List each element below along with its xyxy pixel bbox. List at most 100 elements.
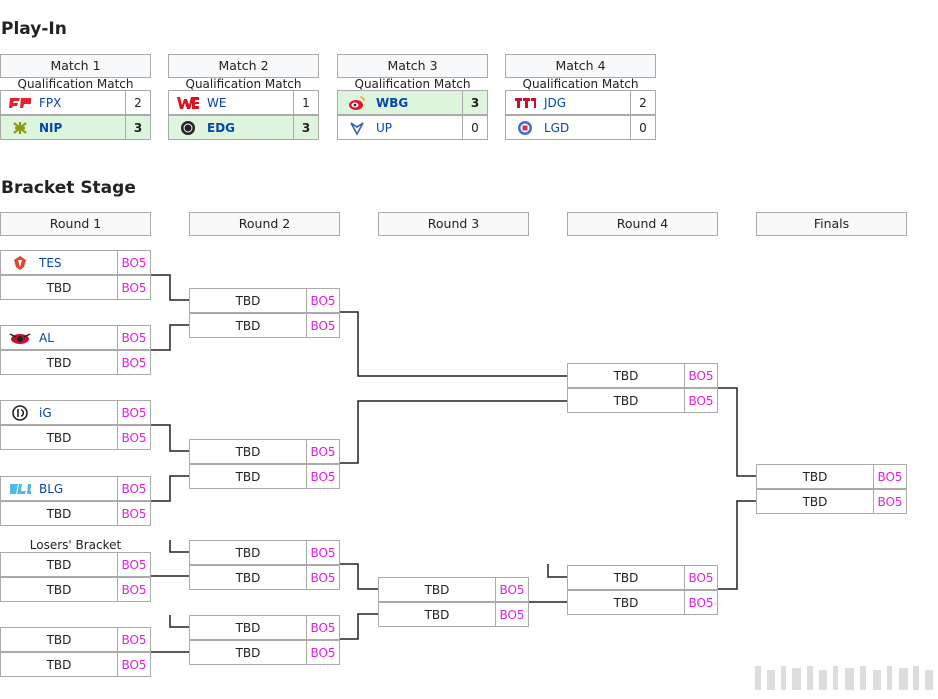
team-score: 0 (630, 116, 655, 139)
tbd-label: TBD (235, 570, 261, 585)
team-slot[interactable]: EDG 3 (168, 115, 319, 140)
bo-label: BO5 (306, 641, 339, 664)
team-name[interactable]: JDG (544, 95, 567, 110)
team-slot[interactable]: TBD BO5 (0, 577, 151, 602)
team-name[interactable]: WE (207, 95, 227, 110)
team-slot[interactable]: WE 1 (168, 90, 319, 115)
team-slot[interactable]: LGD 0 (505, 115, 656, 140)
tbd-label: TBD (613, 595, 639, 610)
match-title: Match 3 (337, 54, 488, 78)
team-slot[interactable]: TBD BO5 (0, 652, 151, 677)
bo-label: BO5 (495, 578, 528, 601)
team-slot[interactable]: FPX 2 (0, 90, 151, 115)
team-slot[interactable]: UP 0 (337, 115, 488, 140)
team-slot[interactable]: TBD BO5 (0, 350, 151, 375)
team-slot[interactable]: NIP 3 (0, 115, 151, 140)
team-name[interactable]: AL (39, 330, 54, 345)
bo-label: BO5 (684, 364, 717, 387)
tbd-label: TBD (235, 545, 261, 560)
team-slot[interactable]: TBD BO5 (378, 577, 529, 602)
team-slot[interactable]: iG BO5 (0, 400, 151, 425)
bo-label: BO5 (117, 553, 150, 576)
losers-bracket-label: Losers' Bracket (29, 538, 122, 552)
team-name[interactable]: TES (39, 255, 62, 270)
team-slot[interactable]: BLG BO5 (0, 476, 151, 501)
round-2-header: Round 2 (189, 212, 340, 236)
round-1-header: Round 1 (0, 212, 151, 236)
team-score: 2 (630, 91, 655, 114)
team-name[interactable]: UP (376, 120, 393, 135)
team-slot[interactable]: TBD BO5 (0, 275, 151, 300)
team-score: 2 (125, 91, 150, 114)
match-subtitle: Qualification Match (522, 77, 639, 91)
round-4-header: Round 4 (567, 212, 718, 236)
team-name[interactable]: WBG (376, 95, 409, 110)
tbd-label: TBD (46, 632, 72, 647)
edg-logo-icon (177, 120, 199, 136)
match-subtitle: Qualification Match (17, 77, 134, 91)
match-title: Match 1 (0, 54, 151, 78)
team-name[interactable]: NIP (39, 120, 63, 135)
bo-label: BO5 (306, 541, 339, 564)
team-slot[interactable]: TBD BO5 (0, 627, 151, 652)
team-name[interactable]: FPX (39, 95, 62, 110)
team-name[interactable]: iG (39, 405, 52, 420)
team-slot[interactable]: TBD BO5 (189, 640, 340, 665)
team-name[interactable]: LGD (544, 120, 570, 135)
tbd-label: TBD (235, 645, 261, 660)
tbd-label: TBD (613, 393, 639, 408)
bo-label: BO5 (117, 628, 150, 651)
up-logo-icon (346, 120, 368, 136)
team-slot[interactable]: TBD BO5 (567, 590, 718, 615)
ig-logo-icon (9, 404, 31, 421)
team-name[interactable]: BLG (39, 481, 64, 496)
bo-label: BO5 (684, 591, 717, 614)
bracket-heading: Bracket Stage (1, 178, 136, 198)
bo-label: BO5 (495, 603, 528, 626)
bo-label: BO5 (117, 326, 150, 349)
match-title: Match 4 (505, 54, 656, 78)
tbd-label: TBD (46, 657, 72, 672)
tbd-label: TBD (613, 570, 639, 585)
team-slot[interactable]: TBD BO5 (0, 552, 151, 577)
bo-label: BO5 (117, 276, 150, 299)
bo-label: BO5 (306, 616, 339, 639)
match-title: Match 2 (168, 54, 319, 78)
team-slot[interactable]: TBD BO5 (189, 540, 340, 565)
team-slot[interactable]: TES BO5 (0, 250, 151, 275)
tbd-label: TBD (424, 582, 450, 597)
team-slot[interactable]: TBD BO5 (0, 425, 151, 450)
team-name[interactable]: EDG (207, 120, 236, 135)
tbd-label: TBD (46, 557, 72, 572)
tbd-label: TBD (802, 469, 828, 484)
bo-label: BO5 (117, 578, 150, 601)
team-score: 0 (462, 116, 487, 139)
team-slot[interactable]: TBD BO5 (0, 501, 151, 526)
bo-label: BO5 (117, 426, 150, 449)
tbd-label: TBD (46, 506, 72, 521)
we-logo-icon (177, 95, 199, 111)
team-slot[interactable]: AL BO5 (0, 325, 151, 350)
tbd-label: TBD (46, 355, 72, 370)
bo-label: BO5 (117, 251, 150, 274)
nip-logo-icon (9, 120, 31, 136)
team-score: 1 (293, 91, 318, 114)
bo-label: BO5 (117, 653, 150, 676)
fpx-logo-icon (9, 95, 31, 111)
team-slot[interactable]: WBG 3 (337, 90, 488, 115)
team-slot[interactable]: JDG 2 (505, 90, 656, 115)
team-score: 3 (293, 116, 318, 139)
